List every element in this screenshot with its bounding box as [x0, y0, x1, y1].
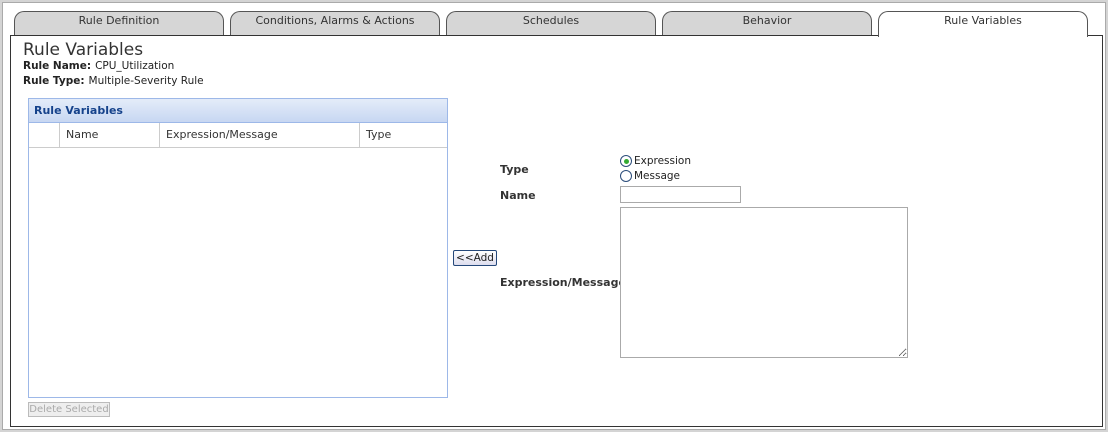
expression-label: Expression/Message	[500, 276, 626, 289]
tab-rule-definition[interactable]: Rule Definition	[14, 11, 224, 36]
tab-schedules[interactable]: Schedules	[446, 11, 656, 36]
radio-expression[interactable]: Expression	[620, 155, 691, 167]
rule-type-label: Rule Type:	[23, 75, 85, 87]
expression-textarea[interactable]	[620, 207, 908, 358]
rule-type-value: Multiple-Severity Rule	[88, 75, 204, 87]
name-label: Name	[500, 189, 536, 202]
radio-message[interactable]: Message	[620, 170, 680, 182]
add-button[interactable]: <<Add	[453, 250, 497, 266]
radio-checked-icon[interactable]	[620, 155, 632, 167]
rule-variables-grid: Rule Variables Name Expression/Message T…	[28, 98, 448, 398]
rule-name: Rule Name:CPU_Utilization	[23, 60, 174, 72]
radio-expression-label: Expression	[634, 155, 691, 167]
radio-unchecked-icon[interactable]	[620, 170, 632, 182]
rule-type: Rule Type:Multiple-Severity Rule	[23, 75, 204, 87]
rule-name-value: CPU_Utilization	[95, 60, 175, 72]
column-name[interactable]: Name	[59, 123, 159, 147]
page-title: Rule Variables	[23, 40, 144, 60]
tab-rule-variables[interactable]: Rule Variables	[878, 11, 1088, 37]
column-type[interactable]: Type	[359, 123, 447, 147]
delete-selected-button[interactable]: Delete Selected	[28, 402, 110, 417]
grid-header: Name Expression/Message Type	[29, 123, 447, 148]
tab-conditions[interactable]: Conditions, Alarms & Actions	[230, 11, 440, 36]
tab-panel: Rule Variables Rule Name:CPU_Utilization…	[10, 35, 1103, 427]
name-input[interactable]	[620, 186, 741, 203]
rule-name-label: Rule Name:	[23, 60, 92, 72]
grid-title: Rule Variables	[29, 99, 447, 123]
tab-behavior[interactable]: Behavior	[662, 11, 872, 36]
type-label: Type	[500, 163, 529, 176]
radio-message-label: Message	[634, 170, 681, 182]
column-expression[interactable]: Expression/Message	[159, 123, 359, 147]
